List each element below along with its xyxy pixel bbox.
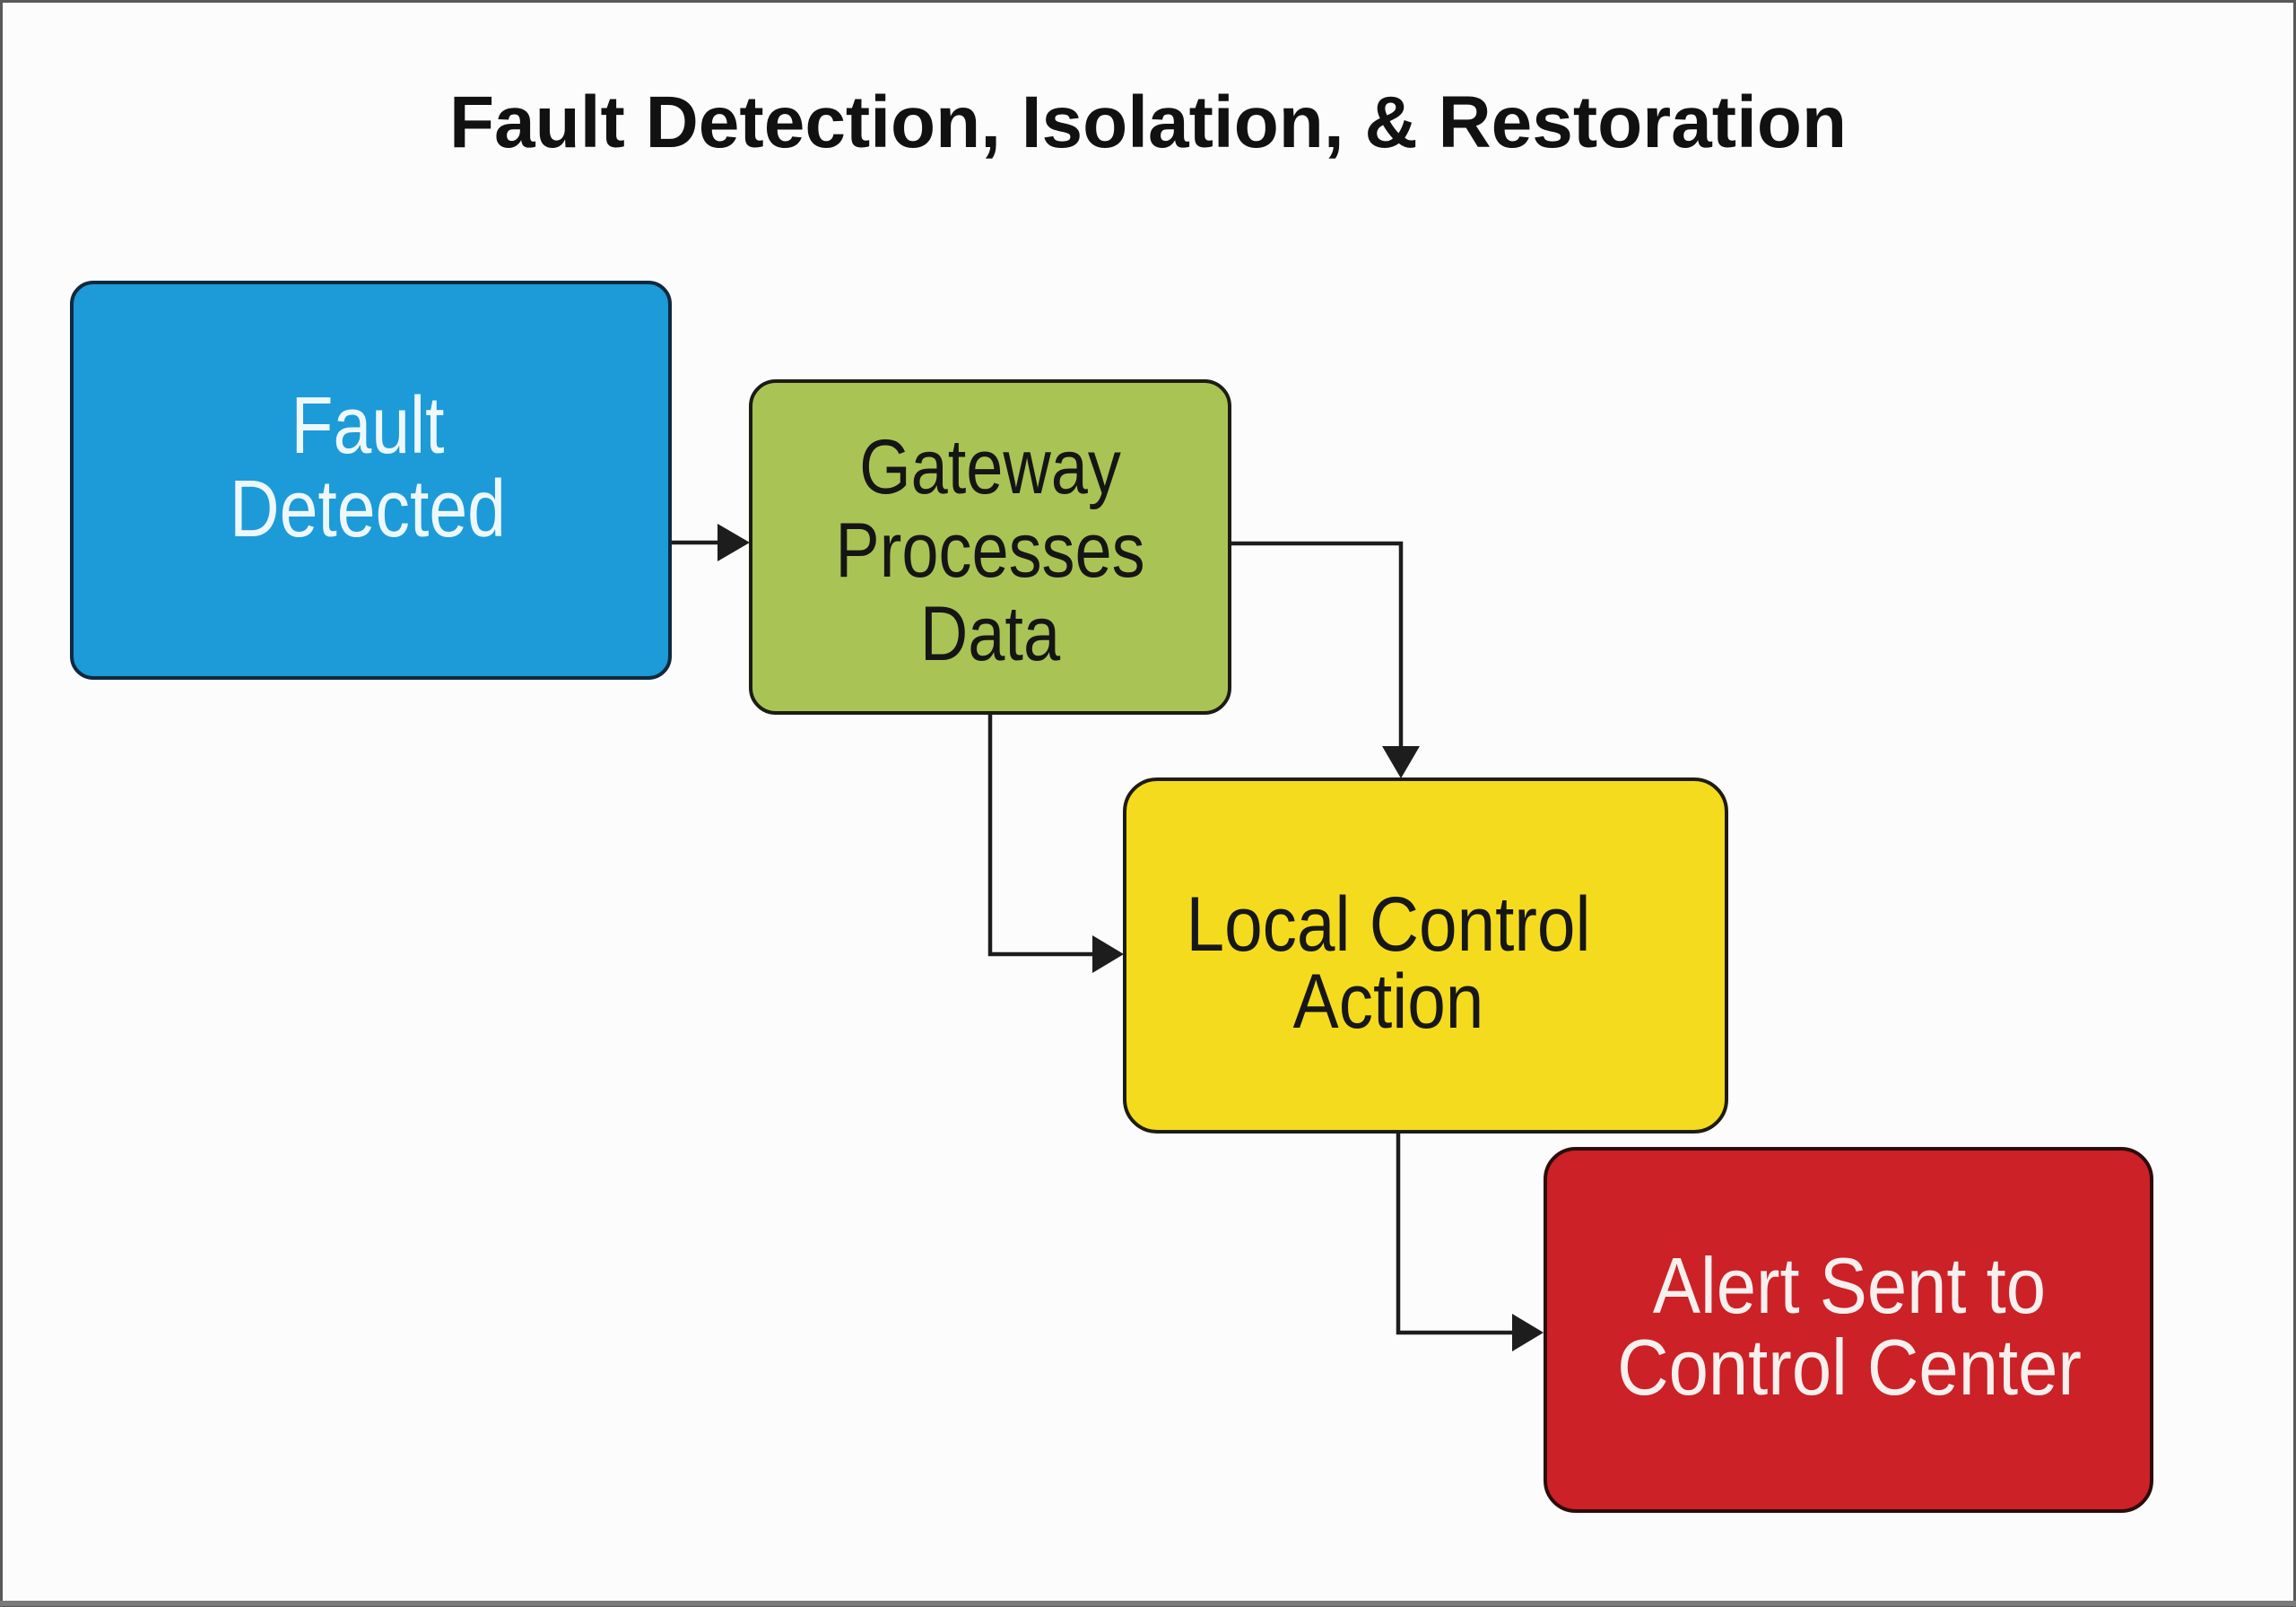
- svg-text:Control Center: Control Center: [1617, 1323, 2082, 1412]
- svg-text:Fault Detection, Isolation, &: Fault Detection, Isolation, & Restoratio…: [449, 82, 1847, 163]
- svg-text:Action: Action: [1293, 959, 1484, 1045]
- svg-text:Data: Data: [920, 590, 1061, 677]
- svg-text:Fault: Fault: [291, 379, 444, 470]
- svg-text:Alert Sent to: Alert Sent to: [1653, 1241, 2046, 1330]
- svg-text:Local Control: Local Control: [1187, 882, 1591, 968]
- svg-text:Detected: Detected: [230, 463, 506, 553]
- svg-text:Processes: Processes: [835, 507, 1144, 594]
- svg-text:Gateway: Gateway: [859, 423, 1121, 510]
